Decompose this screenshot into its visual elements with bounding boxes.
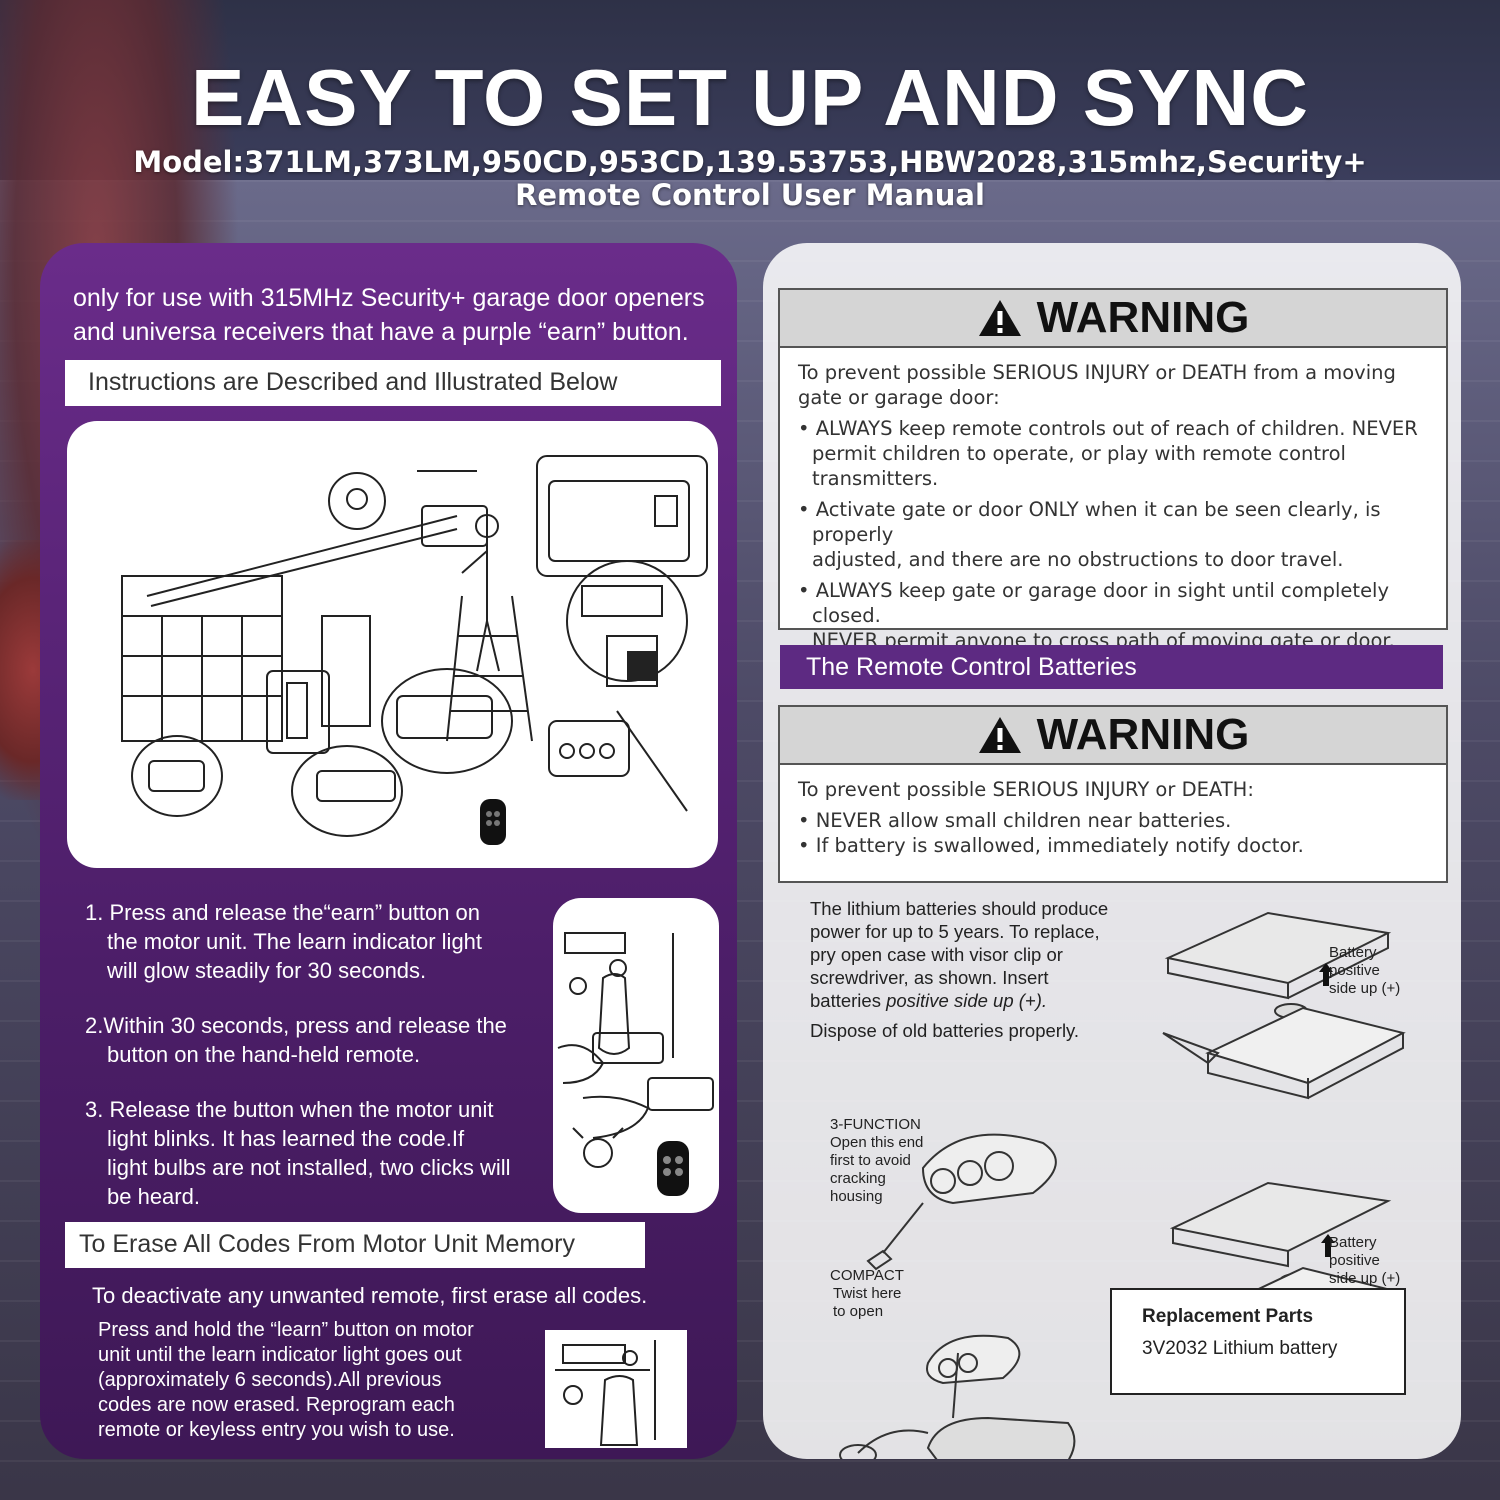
battery-label-text: Battery — [1329, 1234, 1377, 1251]
step-text: 2.Within 30 seconds, press and release t… — [85, 1013, 507, 1038]
lithium-line: batteries positive side up (+). — [810, 989, 1170, 1012]
step-2: 2.Within 30 seconds, press and release t… — [85, 1011, 555, 1069]
model-list: Model:371LM,373LM,950CD,953CD,139.53753,… — [133, 145, 1367, 179]
setup-panel: only for use with 315MHz Security+ garag… — [40, 243, 737, 1459]
step-3: 3. Release the button when the motor uni… — [85, 1095, 555, 1211]
compact-label: COMPACT — [830, 1267, 904, 1284]
step-1: 1. Press and release the“earn” button on… — [85, 898, 555, 985]
manual-subtitle: Remote Control User Manual — [515, 178, 985, 212]
warning-triangle-icon — [978, 300, 1021, 336]
battery-label-text: side up (+) — [1329, 980, 1400, 997]
three-function-label: first to avoid — [830, 1152, 911, 1169]
steps-illustration — [553, 898, 719, 1213]
warning-body: To prevent possible SERIOUS INJURY or DE… — [780, 348, 1446, 653]
step-text: 3. Release the button when the motor uni… — [85, 1097, 494, 1122]
bullet-text: permit children to operate, or play with… — [812, 442, 1346, 465]
warning-triangle-icon — [978, 717, 1021, 753]
compact-label: Twist here — [833, 1285, 901, 1302]
bullet-text: • ALWAYS keep gate or garage door in sig… — [798, 579, 1390, 627]
bullet-text: transmitters. — [812, 467, 939, 490]
garage-opener-drawing — [121, 455, 708, 845]
intro-line: and universa receivers that have a purpl… — [73, 318, 689, 346]
replacement-item: 3V2032 Lithium battery — [1142, 1338, 1338, 1359]
step-text: be heard. — [107, 1184, 200, 1209]
learn-button-drawing — [557, 932, 714, 1196]
three-function-label: 3-FUNCTION — [830, 1116, 921, 1133]
erase-line: (approximately 6 seconds).All previous — [98, 1369, 442, 1391]
instructions-banner: Instructions are Described and Illustrat… — [65, 360, 721, 406]
erase-intro: To deactivate any unwanted remote, first… — [92, 1283, 648, 1308]
erase-line: codes are now erased. Reprogram each — [98, 1394, 455, 1416]
warning-header: WARNING — [780, 707, 1446, 765]
battery-label-text: positive — [1329, 962, 1380, 979]
lithium-line: pry open case with visor clip or — [810, 944, 1063, 965]
three-function-label: housing — [830, 1188, 883, 1205]
warning-intro: gate or garage door: — [798, 386, 1000, 409]
warning-title: WARNING — [1036, 710, 1250, 759]
three-function-label: Open this end — [830, 1134, 923, 1151]
learn-button-press-drawing — [555, 1340, 656, 1446]
warning-bullet: • Activate gate or door ONLY when it can… — [798, 497, 1428, 572]
warning-bullet: • NEVER allow small children near batter… — [798, 809, 1232, 832]
erase-line: unit until the learn indicator light goe… — [98, 1344, 462, 1366]
step-text: 1. Press and release the“earn” button on — [85, 900, 481, 925]
warning-box-batteries: WARNING To prevent possible SERIOUS INJU… — [778, 705, 1448, 883]
warning-bullet: • ALWAYS keep gate or garage door in sig… — [798, 578, 1428, 653]
three-function-label: cracking — [830, 1170, 886, 1187]
page-title: EASY TO SET UP AND SYNC — [190, 53, 1310, 142]
erase-line: Press and hold the “learn” button on mot… — [98, 1319, 474, 1341]
warning-intro: To prevent possible SERIOUS INJURY or DE… — [798, 778, 1254, 801]
warning-title: WARNING — [1036, 293, 1250, 342]
step-text: button on the hand-held remote. — [107, 1042, 421, 1067]
dispose-note: Dispose of old batteries properly. — [810, 1020, 1080, 1041]
warning-bullet: • If battery is swallowed, immediately n… — [798, 834, 1304, 857]
lithium-prefix: batteries — [810, 990, 887, 1011]
erase-line: remote or keyless entry you wish to use. — [98, 1419, 455, 1441]
lithium-line: screwdriver, as shown. Insert — [810, 967, 1049, 988]
erase-instructions: Press and hold the “learn” button on mot… — [98, 1318, 538, 1443]
warning-intro: To prevent possible SERIOUS INJURY or DE… — [798, 361, 1396, 384]
bullet-text: • Activate gate or door ONLY when it can… — [798, 498, 1381, 546]
step-text: light blinks. It has learned the code.If — [107, 1126, 465, 1151]
replacement-parts-box: Replacement Parts 3V2032 Lithium battery — [1110, 1288, 1406, 1395]
compact-label: to open — [833, 1303, 883, 1320]
intro-text: only for use with 315MHz Security+ garag… — [73, 281, 733, 349]
lithium-line: power for up to 5 years. To replace, — [810, 921, 1100, 942]
warning-box-door: WARNING To prevent possible SERIOUS INJU… — [778, 288, 1448, 652]
battery-label-text: positive — [1329, 1252, 1380, 1269]
battery-label-text: side up (+) — [1329, 1270, 1400, 1287]
bullet-text: adjusted, and there are no obstructions … — [812, 548, 1344, 571]
installation-illustration — [67, 421, 718, 868]
step-text: will glow steadily for 30 seconds. — [107, 958, 427, 983]
lithium-emphasis: positive side up (+). — [886, 990, 1048, 1011]
battery-label-text: Battery — [1329, 944, 1377, 961]
step-text: light bulbs are not installed, two click… — [107, 1155, 511, 1180]
lithium-battery-text: The lithium batteries should produce pow… — [810, 897, 1170, 1042]
warning-header: WARNING — [780, 290, 1446, 348]
setup-steps: 1. Press and release the“earn” button on… — [85, 898, 555, 1237]
warning-bullet: • ALWAYS keep remote controls out of rea… — [798, 416, 1428, 491]
lithium-line: The lithium batteries should produce — [810, 898, 1109, 919]
step-text: the motor unit. The learn indicator ligh… — [107, 929, 483, 954]
erase-illustration — [545, 1330, 687, 1448]
bullet-text: • ALWAYS keep remote controls out of rea… — [798, 417, 1418, 440]
intro-line: only for use with 315MHz Security+ garag… — [73, 284, 705, 312]
batteries-banner: The Remote Control Batteries — [780, 645, 1443, 689]
replacement-title: Replacement Parts — [1142, 1306, 1314, 1327]
erase-banner: To Erase All Codes From Motor Unit Memor… — [65, 1222, 645, 1268]
warning-body: To prevent possible SERIOUS INJURY or DE… — [780, 765, 1446, 858]
safety-panel: WARNING To prevent possible SERIOUS INJU… — [763, 243, 1461, 1459]
